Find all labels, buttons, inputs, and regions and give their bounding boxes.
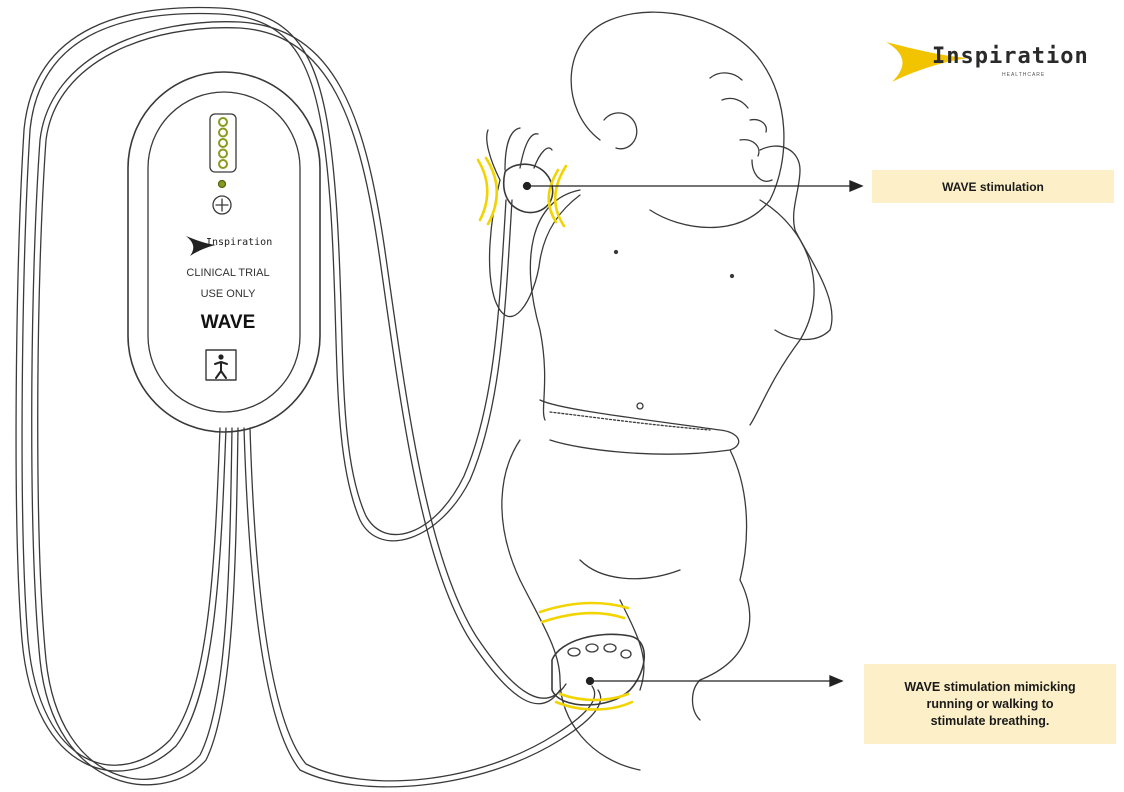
cable-bundle [16,8,601,787]
led-indicator [210,114,236,188]
callout-top-text: WAVE stimulation [942,180,1044,194]
device-label-line2: USE ONLY [178,288,278,300]
arrow-head-top [850,181,862,191]
callout-arrows [524,181,863,686]
baby-eye-right [722,98,748,108]
device-label-line1: CLINICAL TRIAL [178,267,278,279]
led-2 [219,129,227,137]
plus-circle-icon [213,196,231,214]
brand-logo-tagline: HEALTHCARE [1002,72,1045,78]
baby-mouth [740,140,759,156]
baby-torso [530,190,814,425]
foot-sensor [552,634,644,705]
vibration-marks [478,158,632,710]
status-led [219,181,226,188]
led-1 [219,118,227,126]
device-name: WAVE [178,312,278,334]
callout-wave-stimulation: WAVE stimulation [872,170,1114,203]
device-brand-text: Inspiration [206,237,272,248]
applied-part-person-icon [206,350,236,380]
led-group [219,118,227,168]
brand-logo-text: Inspiration [932,44,1089,69]
callout-bottom-line3: stimulate breathing. [904,713,1075,730]
baby-nose [750,120,766,132]
callout-bottom-line1: WAVE stimulation mimicking [904,679,1075,696]
callout-bottom-line2: running or walking to [904,696,1075,713]
baby-diaper [502,400,747,580]
baby-right-arm [752,146,832,339]
led-3 [219,139,227,147]
led-5 [219,160,227,168]
brand-logo: Inspiration HEALTHCARE [884,38,1074,88]
led-4 [219,150,227,158]
arrow-head-bottom [830,676,842,686]
baby-eye-left [710,73,742,80]
baby-head [571,12,784,227]
device-brand: Inspiration [186,234,276,256]
callout-wave-breathing: WAVE stimulation mimicking running or wa… [864,664,1116,744]
baby-ear [604,113,637,149]
